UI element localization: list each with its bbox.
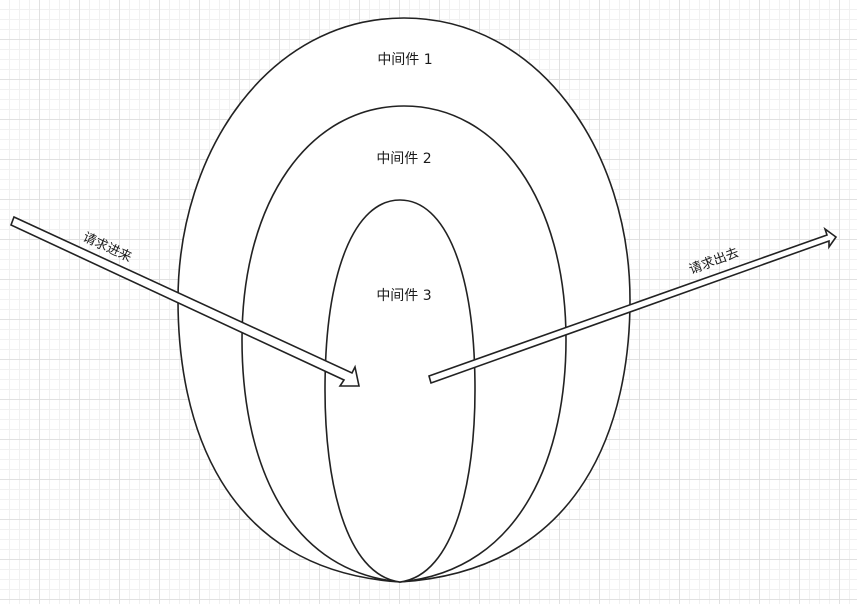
outgoing-arrow — [428, 226, 838, 385]
layer-2-label: 中间件 2 — [376, 151, 431, 167]
incoming-arrow — [9, 215, 360, 387]
layer-1-label: 中间件 1 — [377, 52, 432, 68]
middleware-layer-3 — [324, 199, 476, 583]
layer-3-label: 中间件 3 — [376, 288, 431, 304]
